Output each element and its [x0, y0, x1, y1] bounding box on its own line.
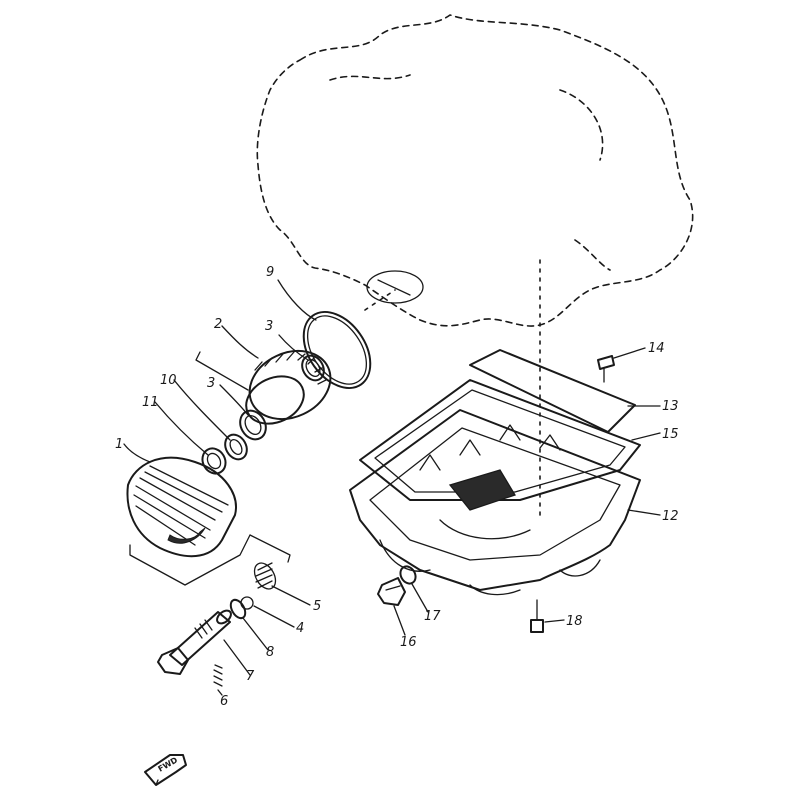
part-6-small-spring: [213, 664, 223, 687]
callout-label-12: 12: [662, 509, 679, 524]
engine-case-outline: [256, 14, 694, 521]
callout-label-5: 5: [313, 599, 321, 614]
part-2-filter-housing: [245, 349, 332, 425]
part-17-washer: [399, 565, 417, 585]
callout-label-11: 11: [142, 395, 159, 410]
callout-label-13: 13: [662, 399, 679, 414]
group-bracket-2-top: [195, 351, 249, 391]
part-10-washer: [224, 433, 248, 461]
part-1-oil-filter: [126, 456, 237, 558]
callout-label-15: 15: [662, 427, 679, 442]
part-15-gasket: [359, 379, 641, 501]
callout-label-3-lower: 3: [207, 376, 215, 391]
callout-label-1: 1: [115, 437, 123, 452]
callout-label-7b: 7: [246, 669, 255, 684]
leader-lines: [123, 279, 661, 696]
callout-label-17: 17: [424, 609, 441, 624]
callout-label-16-main: 16: [400, 635, 417, 650]
forward-arrow-icon: FWD: [144, 754, 187, 786]
part-13-cover-plate: [469, 349, 636, 433]
callout-label-18: 18: [566, 614, 583, 629]
callout-label-9: 9: [266, 265, 274, 280]
callout-label-4: 4: [296, 621, 304, 636]
part-7-center-bolt: [157, 609, 232, 675]
filter-mount-boss: [366, 270, 424, 304]
group-bracket-1: [129, 534, 251, 586]
callout-label-3-upper: 3: [265, 319, 273, 334]
callout-label-2: 2: [214, 317, 222, 332]
part-9-o-ring: [302, 311, 372, 389]
group-bracket-2: [249, 534, 291, 563]
part-18-bolt: [530, 599, 544, 633]
callout-label-6: 6: [220, 694, 228, 709]
callout-label-14: 14: [648, 341, 665, 356]
callout-label-10: 10: [160, 373, 177, 388]
part-16-drain-plug: [377, 577, 406, 606]
callout-label-8: 8: [266, 645, 274, 660]
center-line-9: [364, 289, 396, 311]
part-14-bolt: [597, 355, 615, 383]
part-12-oil-pan: [349, 409, 641, 596]
part-5-spring: [253, 562, 277, 590]
